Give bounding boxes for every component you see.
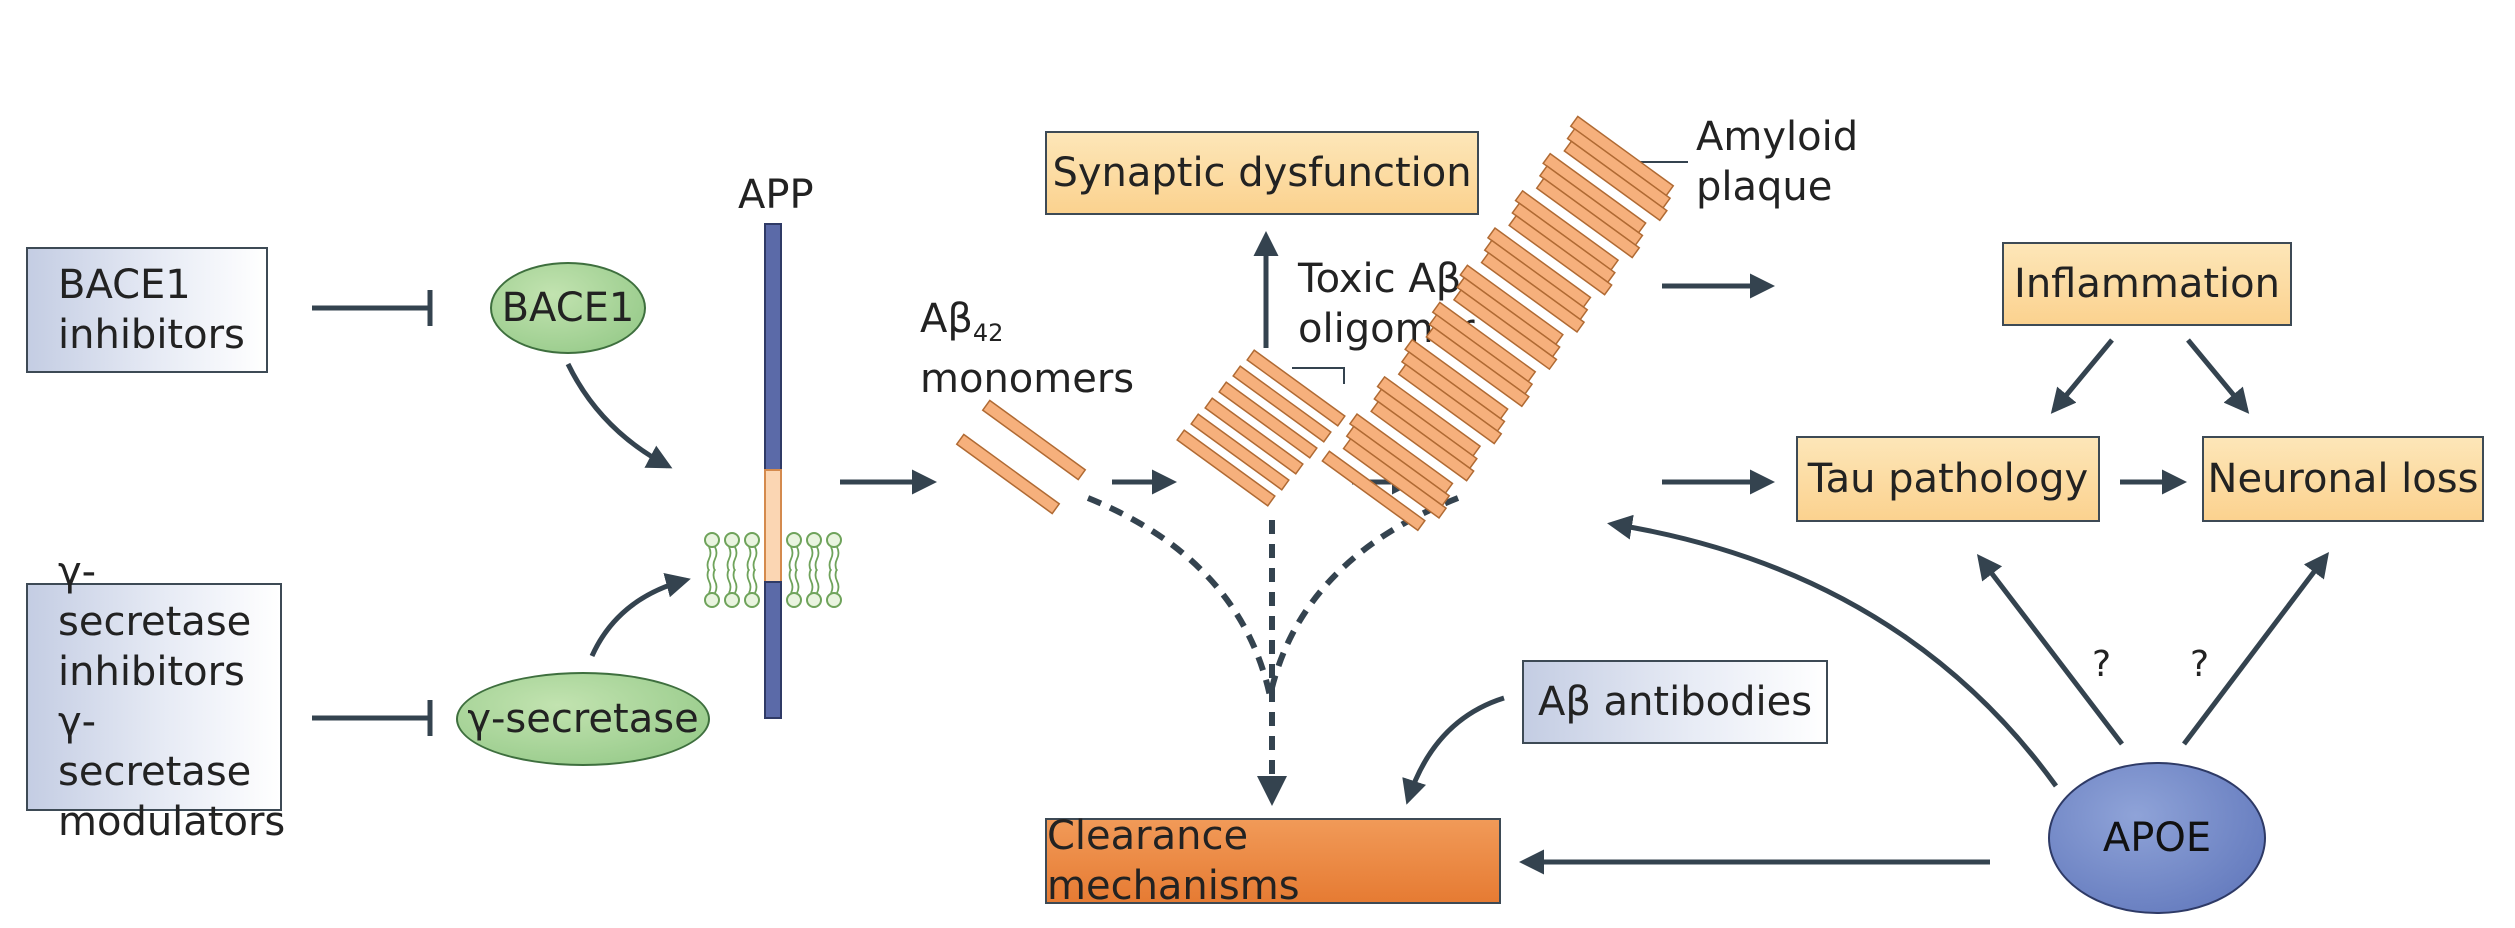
plaque-strand: [1342, 437, 1448, 519]
gamma-inhibitors-line2: inhibitors: [58, 649, 245, 695]
lipid-head: [724, 532, 740, 572]
apoe-node: APOE: [2048, 762, 2266, 914]
question-mark-neuronal: ?: [2190, 644, 2210, 685]
bace1-inhibitors-line2: inhibitors: [58, 312, 245, 358]
oligomer-strand: [1190, 413, 1290, 491]
question-mark-tau: ?: [2092, 644, 2112, 685]
lipid-head: [744, 568, 760, 608]
lipid-head: [704, 568, 720, 608]
bace1-to-app-arrow: [565, 362, 673, 469]
gamma-secretase-enzyme: γ-secretase: [456, 672, 710, 766]
plaque-strand: [1397, 363, 1503, 445]
gamma-secretase-inhibitors-box: γ-secretase inhibitors γ-secretase modul…: [26, 549, 285, 845]
plaque-line1: Amyloid: [1696, 114, 1859, 160]
monomers-prefix: Aβ: [920, 296, 973, 342]
oligomer-line1: Toxic Aβ: [1298, 256, 1462, 302]
apoe-to-tau-arrow: [1976, 554, 2124, 746]
plaque-strand: [1321, 450, 1426, 532]
inflammation-to-neuronal-arrow: [2186, 338, 2250, 414]
tau-pathology-label: Tau pathology: [1807, 456, 2089, 502]
plaque-strand: [1452, 289, 1558, 371]
oligomer-strand: [1232, 365, 1332, 443]
clearance-mechanisms-box: Clearance mechanisms: [1045, 813, 1501, 909]
lipid-head: [724, 568, 740, 608]
bace1-enzyme: BACE1: [490, 262, 646, 354]
gamma-modulators-line2: modulators: [58, 799, 286, 845]
oligomer-strand: [1218, 381, 1318, 459]
toxic-oligomer: [1176, 349, 1346, 507]
abeta42-monomers-label: Aβ42 monomers: [920, 296, 1134, 402]
neuronal-loss-box: Neuronal loss: [2202, 436, 2484, 522]
monomer-strand: [955, 433, 1061, 515]
apoe-label: APOE: [2102, 815, 2212, 861]
oligomer-strand: [1176, 429, 1276, 507]
abeta-antibodies-label: Aβ antibodies: [1537, 679, 1813, 725]
apoe-to-plaque-arrow: [1607, 514, 2059, 788]
gamma-inhibitors-line1: γ-secretase: [58, 549, 252, 645]
monomers-line2: monomers: [920, 356, 1135, 402]
abeta-antibodies-box: Aβ antibodies: [1522, 660, 1828, 744]
monomer-strand: [981, 399, 1087, 481]
plaque-strand: [1535, 177, 1641, 259]
gamma-inhibition-bar: [312, 700, 433, 736]
lipid-head: [806, 532, 822, 572]
plaque-strand: [1425, 326, 1530, 408]
gamma-to-app-arrow: [589, 573, 691, 658]
monomers-clearance-dashed: [1086, 495, 1273, 697]
oligomer-strand: [1204, 397, 1304, 475]
tau-pathology-box: Tau pathology: [1796, 436, 2100, 522]
bace1-enzyme-label: BACE1: [501, 285, 635, 331]
plaque-strand: [1370, 400, 1475, 482]
monomers-subscript: 42: [972, 319, 1004, 347]
app-label: APP: [738, 172, 814, 218]
lipid-head: [826, 568, 842, 608]
neuronal-loss-label: Neuronal loss: [2207, 456, 2479, 502]
plaque-line2: plaque: [1696, 164, 1833, 210]
synaptic-dysfunction-label: Synaptic dysfunction: [1052, 150, 1472, 196]
lipid-head: [826, 532, 842, 572]
plaque-clearance-dashed: [1267, 495, 1460, 697]
clearance-mechanisms-label: Clearance mechanisms: [1047, 813, 1300, 909]
apoe-to-neuronal-arrow: [2182, 552, 2330, 746]
synaptic-dysfunction-box: Synaptic dysfunction: [1045, 131, 1479, 215]
inflammation-label: Inflammation: [2014, 261, 2280, 307]
plaque-strand: [1480, 251, 1586, 333]
oligomer-strand: [1246, 349, 1346, 427]
inflammation-to-tau-arrow: [2050, 338, 2114, 414]
bace1-inhibitors-line1: BACE1: [58, 262, 191, 308]
oligomer-leader-line: [1292, 367, 1345, 384]
gamma-secretase-label: γ-secretase: [467, 696, 699, 742]
antibodies-to-clearance-arrow: [1402, 695, 1505, 805]
abeta-monomers: [955, 399, 1087, 515]
gamma-modulators-line1: γ-secretase: [58, 699, 252, 795]
bace1-inhibitors-box: BACE1 inhibitors: [26, 247, 268, 373]
plaque-strand: [1508, 214, 1613, 296]
lipid-head: [744, 532, 760, 572]
lipid-head: [786, 568, 802, 608]
bace1-inhibition-bar: [312, 290, 433, 326]
amyloid-plaque-label: Amyloid plaque: [1696, 112, 1858, 212]
lipid-head: [786, 532, 802, 572]
lipid-head: [704, 532, 720, 572]
amyloid-plaque: [1321, 115, 1675, 532]
lipid-head: [806, 568, 822, 608]
inflammation-box: Inflammation: [2002, 242, 2292, 326]
plaque-strand: [1563, 140, 1668, 222]
app-protein-bar: [764, 223, 782, 719]
